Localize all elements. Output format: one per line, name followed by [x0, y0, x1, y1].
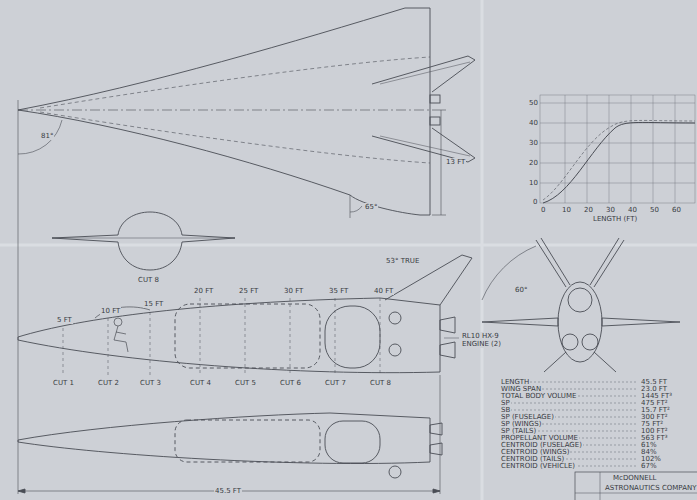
drawing-label: 53° TRUE — [385, 257, 420, 265]
drawing-label: 20 FT — [193, 287, 214, 295]
drawing-label: 13 FT — [445, 158, 466, 166]
drawing-label: 5 FT — [56, 316, 73, 324]
drawing-label: 81° — [40, 132, 54, 140]
drawing-label: ASTRONAUTICS COMPANY — [604, 484, 697, 492]
drawing-label: 60° — [514, 286, 528, 294]
drawing-label: 10 FT — [100, 307, 121, 315]
drawing-label: CUT 5 — [234, 379, 257, 387]
drawing-label: CUT 1 — [52, 379, 75, 387]
drawing-label: 10 — [561, 206, 572, 214]
drawing-label: CUT 6 — [279, 379, 302, 387]
drawing-label: 50 — [649, 206, 660, 214]
drawing-label: 40 — [627, 206, 638, 214]
drawing-label: 0 — [532, 198, 538, 206]
drawing-label: 20 — [583, 206, 594, 214]
drawing-label: 0 — [540, 206, 546, 214]
drawing-label: 25 FT — [238, 287, 259, 295]
drawing-label: 30 — [605, 206, 616, 214]
drawing-label: CENTROID (VEHICLE) — [500, 462, 576, 470]
drawing-label: McDONNELL — [612, 474, 657, 482]
drawing-label: 10 — [528, 179, 539, 187]
drawing-label: CUT 2 — [97, 379, 120, 387]
drawing-label: CUT 3 — [139, 379, 162, 387]
drawing-label: 65° — [364, 203, 378, 211]
drawing-label: 40 — [528, 119, 539, 127]
drawing-label: TOTAL BODY VOLUME — [500, 392, 577, 400]
drawing-label: 15 FT — [143, 300, 164, 308]
drawing-label: 50 — [528, 99, 539, 107]
drawing-label: CUT 7 — [324, 379, 347, 387]
drawing-label: CUT 4 — [189, 379, 212, 387]
drawing-label: 30 — [528, 139, 539, 147]
drawing-label: 67% — [640, 462, 658, 470]
drawing-label: 45.5 FT — [214, 487, 242, 495]
drawing-label: 30 FT — [283, 287, 304, 295]
drawing-label: 20 — [528, 159, 539, 167]
drawing-label: LENGTH (FT) — [592, 215, 638, 223]
drawing-label: CUT 8 — [369, 379, 392, 387]
drawing-label: 60 — [671, 206, 682, 214]
drawing-label: 35 FT — [328, 287, 349, 295]
drawing-label: 40 FT — [373, 287, 394, 295]
drawing-label: RL10 HX-9 ENGINE (2) — [461, 332, 523, 348]
drawing-label: CUT 8 — [137, 276, 160, 284]
